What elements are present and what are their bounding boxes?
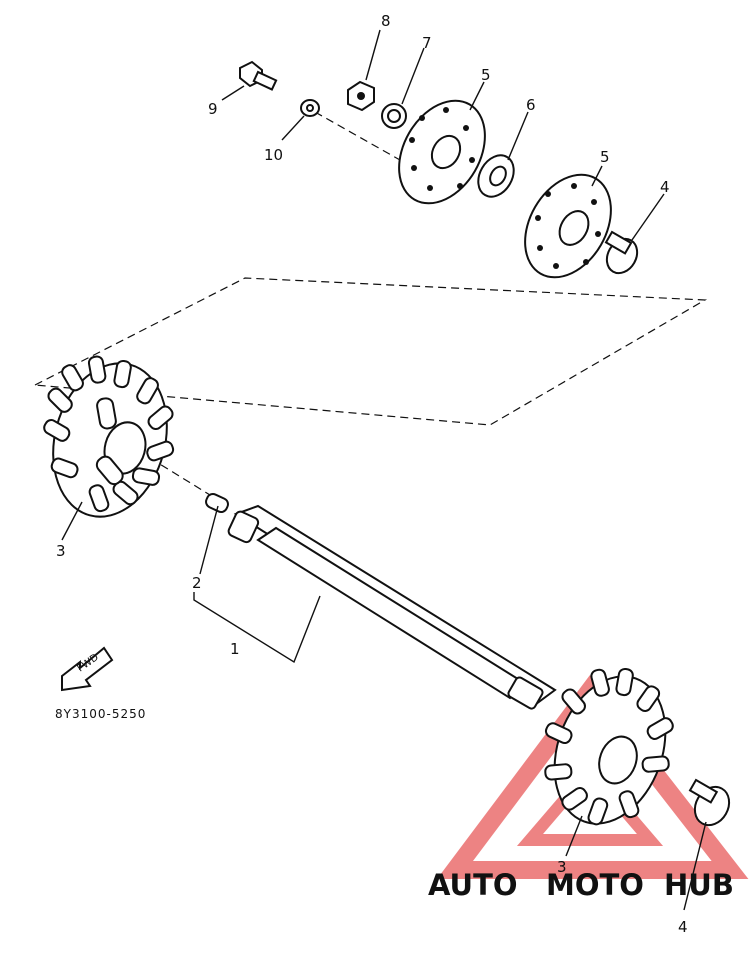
sprocket-right bbox=[544, 667, 674, 826]
watermark-hub: HUB bbox=[664, 868, 734, 902]
callout-1: 1 bbox=[230, 640, 240, 658]
clamp-top bbox=[604, 230, 639, 275]
callout-5-left: 5 bbox=[481, 66, 491, 84]
pin bbox=[205, 492, 229, 514]
watermark-moto: MOTO bbox=[546, 868, 644, 902]
flange-plate-left bbox=[398, 99, 486, 205]
callout-2: 2 bbox=[192, 574, 202, 592]
washer bbox=[300, 99, 320, 117]
sprocket-left bbox=[43, 355, 175, 518]
bolt bbox=[239, 60, 278, 91]
nut bbox=[347, 80, 375, 112]
callout-5-right: 5 bbox=[600, 148, 610, 166]
leader-lines bbox=[61, 29, 707, 911]
callout-8: 8 bbox=[381, 12, 391, 30]
watermark-auto: AUTO bbox=[428, 868, 518, 902]
callout-10: 10 bbox=[264, 146, 283, 164]
callout-3-right: 3 bbox=[557, 858, 567, 876]
fwd-arrow: FWD bbox=[61, 646, 114, 692]
callout-7: 7 bbox=[422, 34, 432, 52]
callout-6: 6 bbox=[526, 96, 536, 114]
axis-line-upper bbox=[314, 111, 401, 161]
callout-3-left: 3 bbox=[56, 542, 66, 560]
bearing bbox=[477, 154, 515, 198]
watermark-logo: AUTO MOTO HUB bbox=[428, 868, 734, 902]
clamp-bottom bbox=[688, 778, 731, 827]
callout-4-top: 4 bbox=[660, 178, 670, 196]
flange-plate-right bbox=[524, 173, 612, 279]
part-code: 8Y3100-5250 bbox=[55, 707, 146, 721]
assembly-outline bbox=[34, 277, 708, 426]
lock-washer bbox=[381, 103, 407, 129]
axis-line-lower bbox=[149, 457, 211, 496]
drive-shaft bbox=[227, 504, 557, 710]
callout-9: 9 bbox=[208, 100, 218, 118]
callout-4-bottom: 4 bbox=[678, 918, 688, 936]
